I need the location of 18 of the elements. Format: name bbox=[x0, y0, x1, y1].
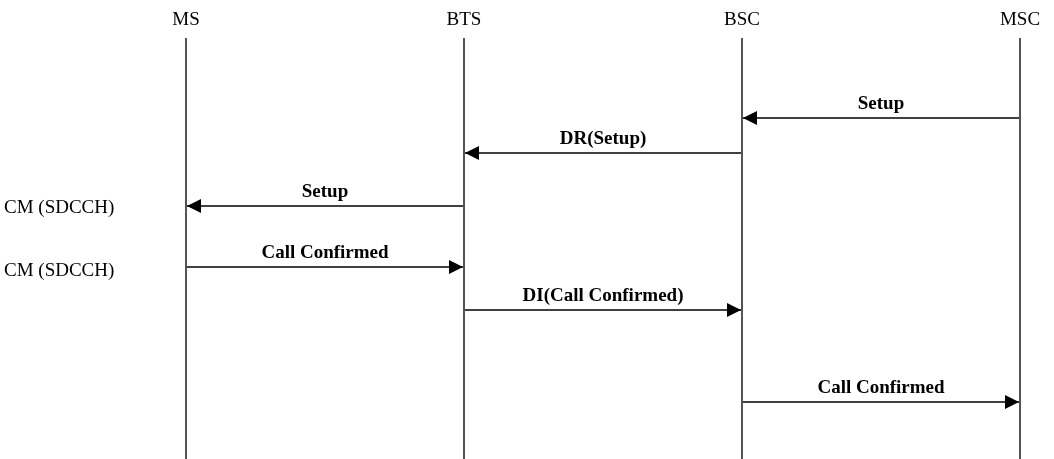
edge-label: Call Confirmed bbox=[261, 241, 389, 263]
edge-label: Setup bbox=[301, 180, 349, 202]
participant-label: MSC bbox=[998, 8, 1042, 30]
participant-label: BSC bbox=[723, 8, 761, 30]
edge-label: Call Confirmed bbox=[817, 376, 945, 398]
edge-label: DI(Call Confirmed) bbox=[522, 284, 684, 306]
participant-label: BTS bbox=[445, 8, 483, 30]
message-arrow bbox=[186, 199, 464, 213]
message-arrow bbox=[186, 260, 464, 274]
edge-label: Setup bbox=[857, 92, 905, 114]
message-arrow bbox=[464, 146, 742, 160]
participant-label: MS bbox=[171, 8, 201, 30]
message-arrow bbox=[742, 395, 1020, 409]
channel-note: CM (SDCCH) bbox=[4, 259, 115, 281]
channel-note: CM (SDCCH) bbox=[4, 196, 115, 218]
message-arrow bbox=[464, 303, 742, 317]
edge-label: DR(Setup) bbox=[559, 127, 647, 149]
message-arrow bbox=[742, 111, 1020, 125]
